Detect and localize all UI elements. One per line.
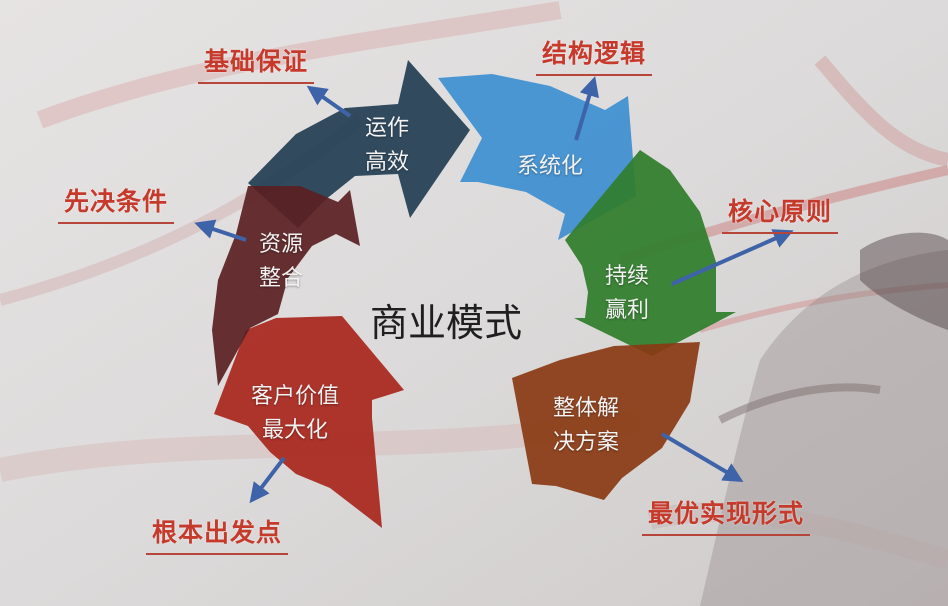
pointer-arrow-starting-point	[249, 456, 286, 504]
pointer-arrow-best-form	[660, 432, 744, 483]
outer-label-prerequisite: 先决条件	[58, 182, 175, 224]
outer-label-core-underline	[722, 232, 839, 234]
segment-operation-arrow	[248, 60, 470, 228]
segment-resource-arrow	[212, 186, 360, 386]
segment-solution-label: 整体解 决方案	[536, 392, 636, 460]
segment-resource-label: 资源 整合	[246, 228, 316, 296]
segment-solution-arrow	[512, 342, 700, 500]
outer-label-starting-point-underline	[146, 553, 289, 555]
center-title: 商业模式	[370, 301, 523, 345]
segment-operation-label: 运作 高效	[352, 112, 422, 180]
outer-label-foundation-underline	[198, 82, 315, 84]
pointer-arrow-core	[671, 229, 794, 286]
segment-customer-line1: 客户价值	[250, 384, 339, 409]
segment-resource-line2: 整合	[258, 266, 303, 291]
outer-label-foundation: 基础保证	[198, 42, 315, 84]
segment-profit-line2: 赢利	[604, 298, 649, 323]
segment-system-line1: 系统化	[516, 154, 583, 179]
segment-customer-label: 客户价值 最大化	[240, 380, 350, 448]
outer-label-best-form: 最优实现形式	[642, 494, 811, 536]
outer-label-best-form-text: 最优实现形式	[648, 499, 805, 528]
outer-label-core: 核心原则	[722, 192, 839, 234]
outer-label-starting-point-text: 根本出发点	[152, 518, 283, 547]
outer-label-prerequisite-underline	[58, 222, 175, 224]
segment-customer-arrow	[214, 316, 404, 528]
pointer-arrow-prerequisite	[194, 219, 247, 242]
outer-label-logic: 结构逻辑	[536, 34, 653, 76]
segment-solution-line2: 决方案	[552, 430, 619, 455]
outer-label-prerequisite-text: 先决条件	[64, 187, 169, 216]
segment-solution-line1: 整体解	[552, 396, 619, 421]
segment-profit-arrow	[565, 150, 736, 356]
segment-resource-line1: 资源	[258, 232, 303, 257]
segment-operation-line1: 运作	[364, 116, 409, 141]
segment-profit-label: 持续 赢利	[592, 260, 662, 328]
outer-label-core-text: 核心原则	[728, 197, 833, 226]
outer-label-foundation-text: 基础保证	[204, 47, 309, 76]
segment-customer-line2: 最大化	[261, 418, 328, 443]
outer-label-best-form-underline	[642, 534, 811, 536]
outer-label-logic-underline	[536, 74, 653, 76]
segment-system-arrow	[438, 74, 636, 240]
segment-operation-line2: 高效	[364, 150, 409, 175]
pointer-arrow-logic	[574, 76, 599, 141]
outer-label-starting-point: 根本出发点	[146, 513, 289, 555]
segment-system-label: 系统化	[500, 150, 600, 184]
segment-profit-line1: 持续	[604, 264, 649, 289]
outer-label-logic-text: 结构逻辑	[542, 39, 647, 68]
pointer-arrow-foundation	[306, 85, 352, 118]
